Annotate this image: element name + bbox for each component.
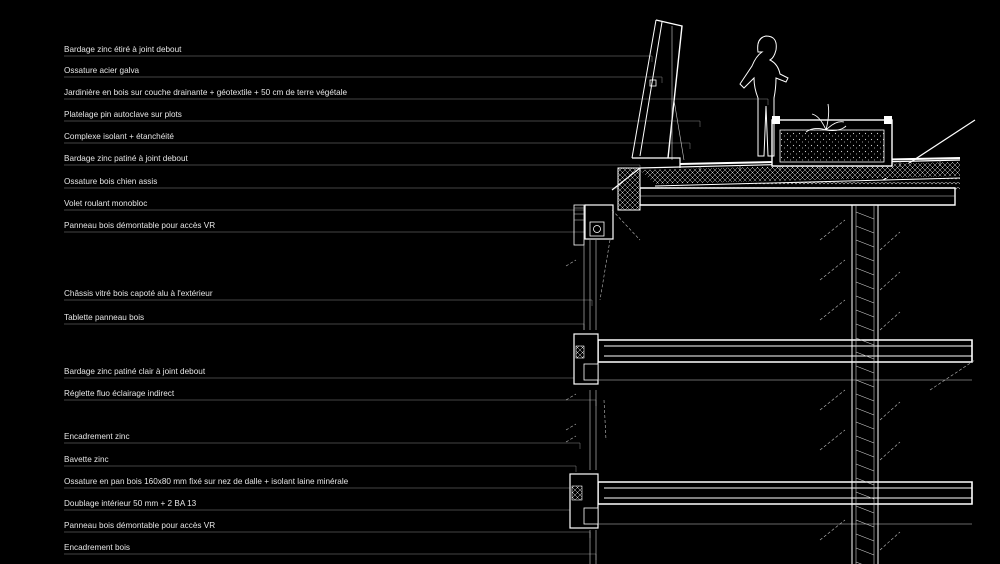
leader-line	[64, 442, 581, 449]
floor-slab-1	[573, 333, 973, 385]
lattice-rung	[855, 491, 875, 500]
lattice-rung	[855, 267, 875, 276]
annotation-labels: Bardage zinc étiré à joint deboutOssatur…	[64, 45, 769, 560]
annotation-label: Tablette panneau bois	[64, 313, 144, 322]
annotation-label: Ossature acier galva	[64, 66, 140, 75]
annotation-label: Bardage zinc étiré à joint debout	[64, 45, 182, 54]
annotation-label: Doublage intérieur 50 mm + 2 BA 13	[64, 499, 197, 508]
lattice-rung	[855, 309, 875, 318]
annotation-label: Panneau bois démontable pour accès VR	[64, 521, 215, 530]
diagonal-guides	[819, 219, 976, 551]
lattice-rung	[855, 477, 875, 486]
lattice-rung	[855, 337, 875, 346]
annotation-label: Bardage zinc patiné à joint debout	[64, 154, 189, 163]
lattice-rung	[855, 379, 875, 388]
annotation-label: Ossature bois chien assis	[64, 177, 157, 186]
lattice-rung	[855, 435, 875, 444]
leader-line	[64, 187, 633, 194]
lattice-rung	[855, 365, 875, 374]
annotation-label: Complexe isolant + étanchéité	[64, 132, 174, 141]
leader-line	[64, 377, 581, 384]
lattice-rung	[855, 547, 875, 556]
facade-vertical	[565, 239, 611, 564]
lattice-rung	[855, 239, 875, 248]
lattice-rung	[855, 323, 875, 332]
human-figure-icon	[739, 35, 789, 157]
lattice-rung	[855, 253, 875, 262]
lattice-rung	[855, 211, 875, 220]
annotation-label: Jardinière en bois sur couche drainante …	[64, 88, 348, 97]
lattice-column	[851, 205, 879, 564]
planter	[771, 103, 893, 167]
leader-line	[64, 76, 663, 83]
leader-line	[64, 553, 597, 560]
lattice-rung	[855, 463, 875, 472]
leader-line	[64, 231, 591, 238]
lattice-rung	[855, 393, 875, 402]
leader-line	[64, 209, 591, 216]
leader-line	[64, 399, 597, 406]
lattice-rung	[855, 533, 875, 542]
leader-line	[64, 55, 653, 62]
lattice-rung	[855, 351, 875, 360]
lattice-rung	[855, 421, 875, 430]
lattice-rung	[855, 295, 875, 304]
leader-line	[64, 142, 691, 149]
lattice-rung	[855, 449, 875, 458]
annotation-label: Encadrement bois	[64, 543, 130, 552]
lattice-rung	[855, 505, 875, 514]
leader-line	[64, 531, 591, 538]
annotation-label: Ossature en pan bois 160x80 mm fixé sur …	[64, 477, 349, 486]
lattice-rung	[855, 561, 862, 564]
lattice-rung	[855, 281, 875, 290]
annotation-label: Châssis vitré bois capoté alu à l'extéri…	[64, 289, 213, 298]
leader-line	[64, 487, 583, 494]
leader-line	[64, 465, 577, 472]
annotation-label: Bardage zinc patiné clair à joint debout	[64, 367, 206, 376]
leader-line	[64, 120, 701, 127]
leader-line	[64, 164, 641, 171]
annotation-label: Bavette zinc	[64, 455, 109, 464]
annotation-label: Encadrement zinc	[64, 432, 130, 441]
lattice-rung	[855, 225, 875, 234]
leader-line	[64, 509, 591, 516]
lattice-rung	[855, 519, 875, 528]
lattice-rung	[855, 407, 875, 416]
floor-slab-2	[569, 473, 973, 529]
leader-line	[64, 98, 769, 105]
annotation-label: Panneau bois démontable pour accès VR	[64, 221, 215, 230]
annotation-label: Volet roulant monobloc	[64, 199, 147, 208]
dormer-glazing	[611, 19, 685, 211]
top-window	[573, 204, 641, 246]
annotation-label: Réglette fluo éclairage indirect	[64, 389, 175, 398]
leader-line	[64, 323, 585, 330]
annotation-label: Platelage pin autoclave sur plots	[64, 110, 182, 119]
leader-line	[64, 299, 593, 306]
